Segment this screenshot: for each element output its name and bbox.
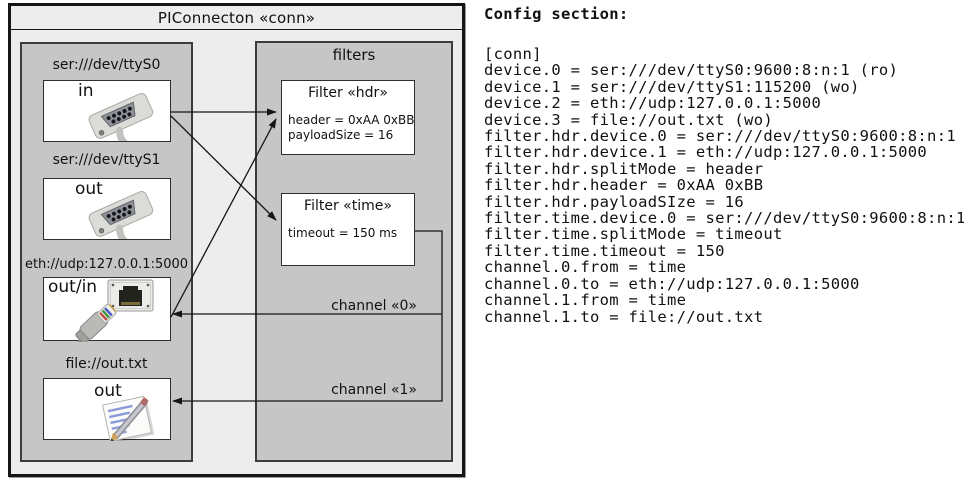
notepad-pencil-icon	[102, 395, 155, 441]
config-line: device.2 = eth://udp:127.0.0.1:5000	[484, 94, 822, 113]
serial-db9-icon	[88, 191, 154, 239]
device-box-ttys0: in	[43, 80, 171, 142]
config-line: filter.time.splitMode = timeout	[484, 225, 783, 244]
config-line: filter.time.device.0 = ser:///dev/ttyS0:…	[484, 209, 964, 228]
device-box-eth: out/in	[43, 277, 171, 342]
config-line: filter.hdr.header = 0xAA 0xBB	[484, 176, 764, 195]
device-label-eth: eth://udp:127.0.0.1:5000	[24, 257, 189, 272]
serial-db9-icon	[88, 93, 154, 141]
filter-hdr-title: Filter «hdr»	[308, 85, 388, 101]
config-heading: Config section:	[484, 5, 629, 23]
port-label: out/in	[48, 277, 98, 297]
filter-time-title: Filter «time»	[304, 198, 392, 214]
config-line: channel.0.from = time	[484, 258, 687, 277]
config-line: [conn]	[484, 45, 542, 63]
channel-0-label: channel «0»	[331, 298, 417, 314]
filter-hdr-attribute: header = 0xAA 0xBB	[288, 113, 415, 127]
config-line: channel.1.from = time	[484, 291, 687, 310]
device-label-file: file://out.txt	[65, 356, 148, 372]
config-section: Config section: [conn] device.0 = ser://…	[484, 0, 964, 484]
port-label: in	[78, 81, 94, 101]
ethernet-rj45-icon	[107, 279, 154, 312]
config-line: filter.hdr.splitMode = header	[484, 159, 764, 178]
device-label-ttys0: ser:///dev/ttyS0	[52, 57, 161, 73]
config-line: device.0 = ser:///dev/ttyS0:9600:8:n:1 (…	[484, 61, 899, 80]
filter-hdr-attribute: payloadSize = 16	[288, 128, 394, 142]
filter-box-time: Filter «time» timeout = 150 ms	[281, 193, 415, 266]
config-line: filter.hdr.device.1 = eth://udp:127.0.0.…	[484, 143, 928, 162]
config-line: channel.1.to = file://out.txt	[484, 307, 764, 326]
config-line: device.3 = file://out.txt (wo)	[484, 110, 773, 129]
config-lines: [conn] device.0 = ser:///dev/ttyS0:9600:…	[484, 46, 964, 325]
config-line: filter.hdr.payloadSIze = 16	[484, 192, 745, 211]
device-box-ttys1: out	[43, 178, 171, 240]
filters-panel-title: filters	[332, 46, 376, 64]
config-line: filter.time.timeout = 150	[484, 241, 725, 260]
channel-1-label: channel «1»	[331, 382, 417, 398]
device-box-file: out	[43, 378, 171, 441]
config-line: filter.hdr.device.0 = ser:///dev/ttyS0:9…	[484, 127, 956, 146]
port-label: out	[75, 179, 103, 199]
diagram-title: PIConnecton «conn»	[157, 9, 316, 27]
title-divider	[11, 29, 462, 30]
config-line: device.1 = ser:///dev/ttyS1:115200 (wo)	[484, 77, 860, 96]
device-label-ttys1: ser:///dev/ttyS1	[52, 152, 161, 168]
port-label: out	[94, 381, 122, 401]
ethernet-plug-icon	[71, 303, 117, 342]
filter-box-hdr: Filter «hdr» header = 0xAA 0xBB payloadS…	[281, 80, 415, 155]
config-line: channel.0.to = eth://udp:127.0.0.1:5000	[484, 274, 860, 293]
filter-time-attribute: timeout = 150 ms	[288, 226, 398, 240]
